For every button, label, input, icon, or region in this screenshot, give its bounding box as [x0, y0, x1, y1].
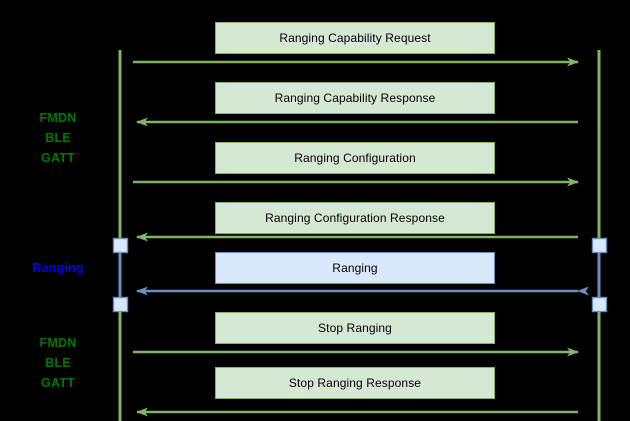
phase-label-line: BLE [45, 356, 71, 370]
phase-label-line: FMDN [39, 111, 77, 125]
left-activation-start-marker [112, 237, 129, 254]
phase-label-line: BLE [45, 131, 71, 145]
right-activation-start-marker [591, 237, 608, 254]
phase-label-line: Ranging [32, 261, 84, 275]
phase-label-ranging: Ranging [22, 258, 94, 278]
phase-label-line: GATT [41, 151, 75, 165]
lifelines-group [118, 50, 601, 421]
right-activation-end-marker [591, 296, 608, 313]
message-arrows-group [133, 57, 589, 417]
phase-label-line: FMDN [39, 336, 77, 350]
message-box-ranging-configuration-response[interactable]: Ranging Configuration Response [215, 202, 495, 234]
message-box-ranging-capability-request[interactable]: Ranging Capability Request [215, 22, 495, 54]
message-box-ranging-capability-response[interactable]: Ranging Capability Response [215, 82, 495, 114]
left-activation-end-marker [112, 296, 129, 313]
ranging-activation-spans [112, 237, 608, 313]
phase-label-line: GATT [41, 376, 75, 390]
message-box-ranging[interactable]: Ranging [215, 252, 495, 284]
phase-label-fmdn-ble-gatt-top: FMDN BLE GATT [22, 108, 94, 168]
message-box-stop-ranging[interactable]: Stop Ranging [215, 312, 495, 344]
message-box-ranging-configuration[interactable]: Ranging Configuration [215, 142, 495, 174]
message-box-stop-ranging-response[interactable]: Stop Ranging Response [215, 367, 495, 399]
phase-label-fmdn-ble-gatt-bottom: FMDN BLE GATT [22, 333, 94, 393]
